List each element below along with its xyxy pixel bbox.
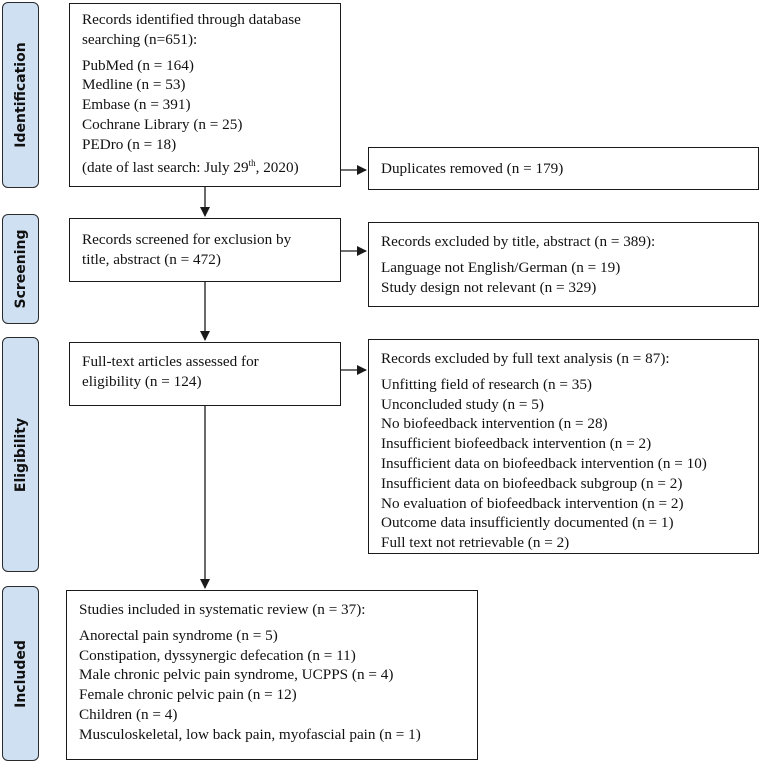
excluded-fulltext-header: Records excluded by full text analysis (… — [381, 350, 670, 367]
excluded-fulltext-item: Outcome data insufficiently documented (… — [381, 514, 674, 532]
excluded-title-item: Language not English/German (n = 19) — [381, 258, 621, 276]
duplicates-removed-text: Duplicates removed (n = 179) — [381, 160, 564, 177]
records-screened-box: Records screened for exclusion by title,… — [69, 218, 341, 282]
included-item: Female chronic pelvic pain (n = 12) — [79, 686, 297, 704]
source-pubmed: PubMed (n = 164) — [82, 56, 194, 74]
records-identified-box: Records identified through database sear… — [69, 3, 341, 187]
source-medline: Medline (n = 53) — [82, 76, 186, 94]
included-item: Constipation, dyssynergic defecation (n … — [79, 646, 356, 664]
excluded-fulltext-item: Insufficient data on biofeedback subgrou… — [381, 474, 683, 492]
excluded-fulltext-item: No biofeedback intervention (n = 28) — [381, 415, 608, 433]
screened-line-1: Records screened for exclusion by — [82, 231, 292, 248]
source-cochrane: Cochrane Library (n = 25) — [82, 115, 243, 133]
duplicates-removed-box: Duplicates removed (n = 179) — [368, 147, 759, 190]
fulltext-assessed-box: Full-text articles assessed for eligibil… — [69, 342, 341, 406]
included-header: Studies included in systematic review (n… — [79, 601, 366, 618]
phase-screening: Screening — [2, 214, 39, 324]
excluded-title-abstract-box: Records excluded by title, abstract (n =… — [368, 222, 759, 307]
identified-line-2: searching (n=651): — [82, 30, 198, 48]
included-item: Male chronic pelvic pain syndrome, UCPPS… — [79, 666, 394, 684]
excluded-fulltext-item: Full text not retrievable (n = 2) — [381, 534, 570, 552]
excluded-fulltext-item: Insufficient biofeedback intervention (n… — [381, 435, 652, 453]
fulltext-line-2: eligibility (n = 124) — [82, 372, 202, 390]
excluded-fulltext-box: Records excluded by full text analysis (… — [368, 339, 759, 554]
source-pedro: PEDro (n = 18) — [82, 135, 177, 153]
phase-included: Included — [2, 586, 39, 761]
excluded-fulltext-item: Insufficient data on biofeedback interve… — [381, 454, 707, 472]
phase-eligibility: Eligibility — [2, 337, 39, 572]
excluded-title-item: Study design not relevant (n = 329) — [381, 278, 597, 296]
screened-line-2: title, abstract (n = 472) — [82, 250, 221, 268]
search-date: (date of last search: July 29th, 2020) — [82, 157, 299, 176]
fulltext-line-1: Full-text articles assessed for — [82, 353, 259, 370]
included-item: Children (n = 4) — [79, 705, 178, 723]
excluded-fulltext-item: Unfitting field of research (n = 35) — [381, 375, 592, 393]
included-item: Musculoskeletal, low back pain, myofasci… — [79, 725, 421, 743]
excluded-fulltext-item: No evaluation of biofeedback interventio… — [381, 494, 684, 512]
excluded-fulltext-item: Unconcluded study (n = 5) — [381, 395, 544, 413]
excluded-title-header: Records excluded by title, abstract (n =… — [381, 233, 656, 250]
phase-identification: Identification — [2, 2, 39, 188]
studies-included-box: Studies included in systematic review (n… — [66, 590, 478, 760]
identified-line-1: Records identified through database — [82, 11, 301, 28]
included-item: Anorectal pain syndrome (n = 5) — [79, 626, 278, 644]
source-embase: Embase (n = 391) — [82, 96, 191, 114]
